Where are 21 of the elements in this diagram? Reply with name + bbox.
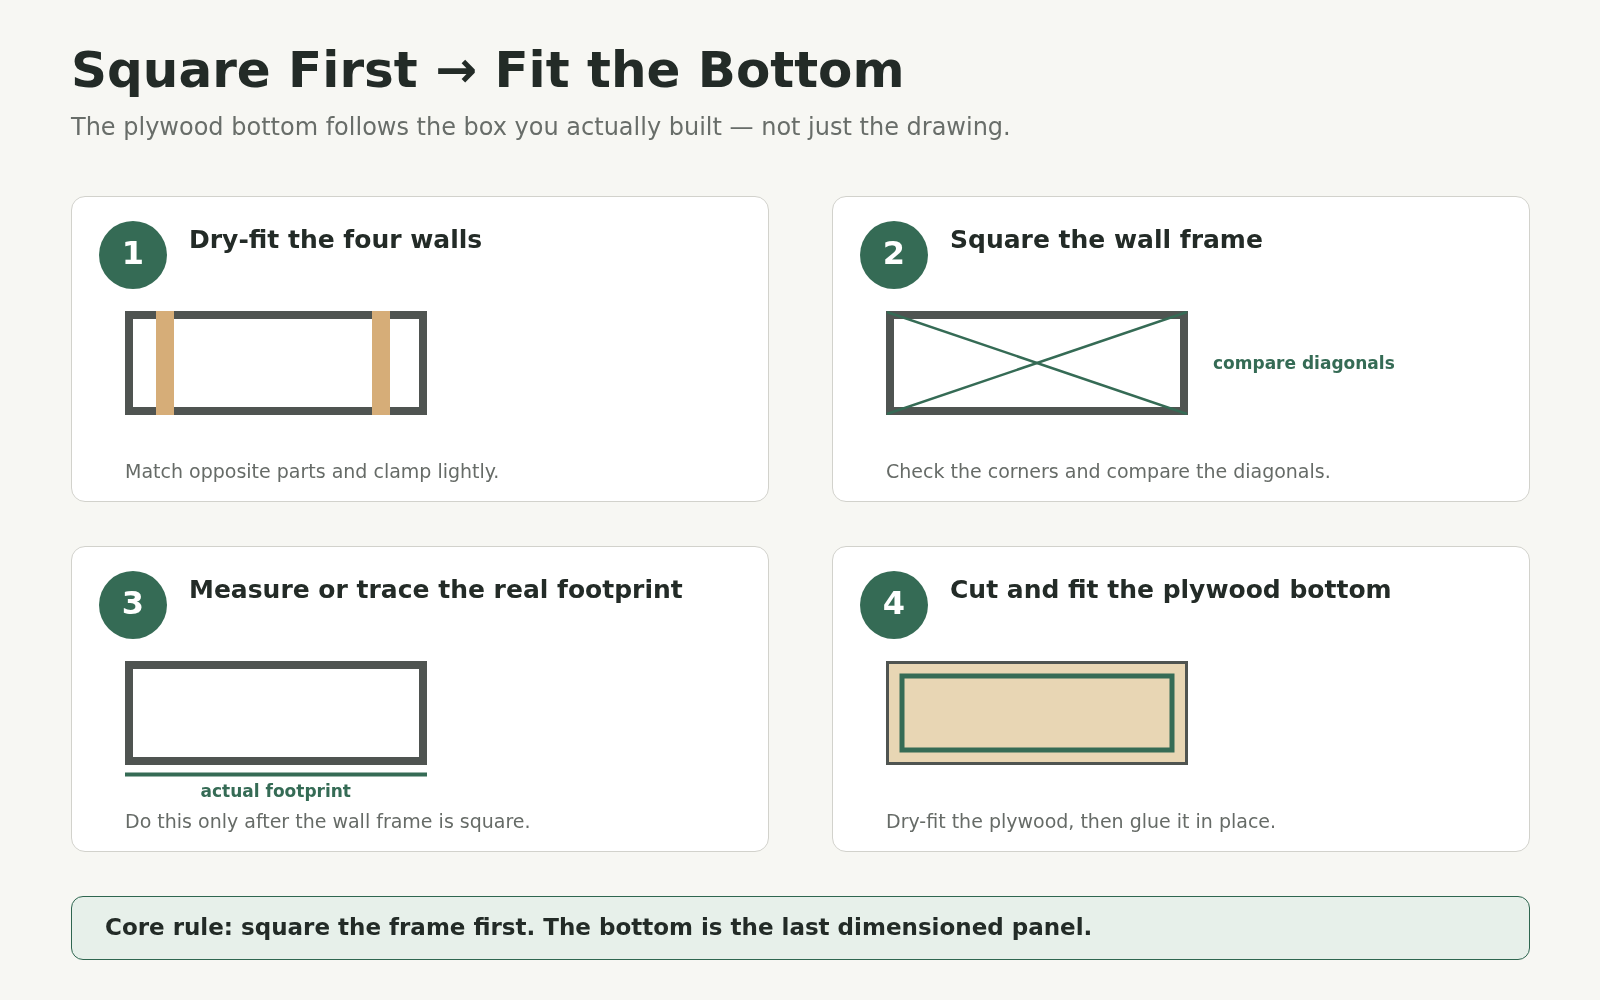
step-number: 1: [99, 221, 167, 289]
step-card: [832, 546, 1530, 852]
step-description: Check the corners and compare the diagonals.: [886, 459, 1331, 483]
step-heading: Square the wall frame: [950, 225, 1263, 255]
step-description: Dry-fit the plywood, then glue it in place.: [886, 809, 1277, 833]
step-description: Do this only after the wall frame is square.: [125, 809, 531, 833]
step-card: [71, 196, 769, 502]
step-number: 3: [99, 571, 167, 639]
step-card: [71, 546, 769, 852]
step-heading: Measure or trace the real footprint: [189, 575, 683, 605]
step-number: 4: [860, 571, 928, 639]
subtitle: The plywood bottom follows the box you actually built — not just the drawing.: [71, 112, 1011, 142]
annotation-label: compare diagonals: [1213, 353, 1395, 373]
page-title: Square First → Fit the Bottom: [71, 40, 905, 100]
step-number: 2: [860, 221, 928, 289]
step-card: [832, 196, 1530, 502]
step-heading: Cut and fit the plywood bottom: [950, 575, 1392, 605]
step-description: Match opposite parts and clamp lightly.: [125, 459, 500, 483]
rule-callout: Core rule: square the frame first. The bottom is the last dimensioned panel.: [71, 896, 1530, 960]
annotation-label: actual footprint: [200, 781, 351, 801]
step-heading: Dry-fit the four walls: [189, 225, 483, 255]
